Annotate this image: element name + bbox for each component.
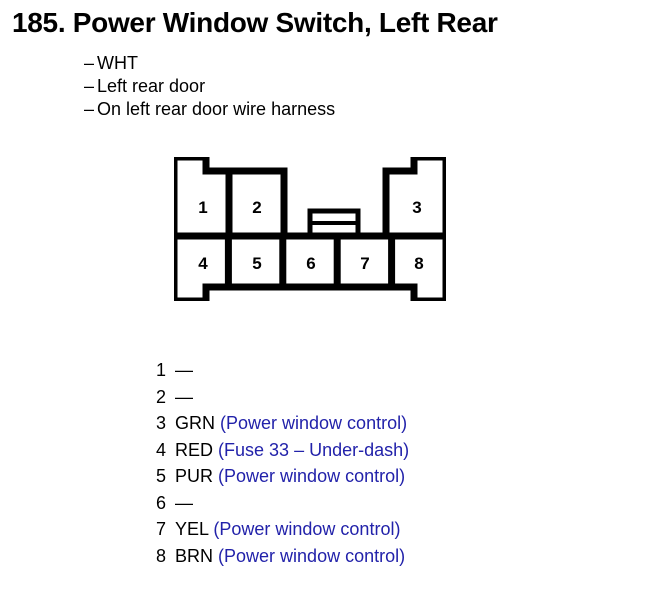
pin-label-7: 7 bbox=[360, 254, 369, 273]
pin-number: 7 bbox=[156, 519, 167, 539]
detail-dash-icon: – bbox=[84, 53, 95, 73]
pin-empty-dash: — bbox=[175, 360, 193, 380]
pin-empty-dash: — bbox=[175, 492, 193, 513]
pin-description: (Power window control) bbox=[218, 545, 406, 566]
pin-description: (Power window control) bbox=[220, 413, 408, 433]
connector-diagram: 1 2 3 4 5 6 7 8 bbox=[174, 157, 446, 301]
detail-dash-icon: – bbox=[84, 99, 95, 119]
pin-number: 2 bbox=[156, 386, 167, 407]
pin-description: (Power window control) bbox=[218, 466, 406, 486]
detail-item-wire-color: –WHT bbox=[84, 52, 335, 75]
pin-label-5: 5 bbox=[252, 254, 261, 273]
detail-text: Left rear door bbox=[97, 76, 206, 96]
pin-number: 3 bbox=[156, 413, 167, 433]
pin-assignment-row: 6— bbox=[156, 490, 409, 517]
connector-details-list: –WHT –Left rear door –On left rear door … bbox=[84, 52, 335, 121]
detail-text: WHT bbox=[97, 53, 138, 73]
pin-assignment-row: 4 RED (Fuse 33 – Under-dash) bbox=[156, 437, 409, 464]
pin-assignment-row: 5 PUR (Power window control) bbox=[156, 463, 409, 490]
pin-wire-color: RED bbox=[175, 439, 214, 460]
pin-number: 8 bbox=[156, 545, 167, 566]
pin-wire-color: YEL bbox=[175, 519, 209, 539]
detail-item-harness: –On left rear door wire harness bbox=[84, 98, 335, 121]
pin-assignment-row: 7 YEL (Power window control) bbox=[156, 516, 409, 543]
pin-number: 6 bbox=[156, 492, 167, 513]
pin-empty-dash: — bbox=[175, 386, 193, 407]
pin-label-3: 3 bbox=[412, 198, 421, 217]
pin-number: 5 bbox=[156, 466, 167, 486]
pin-wire-color: PUR bbox=[175, 466, 214, 486]
pin-description: (Fuse 33 – Under-dash) bbox=[218, 439, 410, 460]
pin-label-8: 8 bbox=[414, 254, 423, 273]
pin-label-2: 2 bbox=[252, 198, 261, 217]
pin-label-4: 4 bbox=[198, 254, 208, 273]
pin-assignment-row: 8 BRN (Power window control) bbox=[156, 543, 409, 570]
pin-assignment-row: 1— bbox=[156, 357, 409, 384]
pin-label-6: 6 bbox=[306, 254, 315, 273]
pin-assignment-row: 2— bbox=[156, 384, 409, 411]
detail-dash-icon: – bbox=[84, 76, 95, 96]
page-title: 185. Power Window Switch, Left Rear bbox=[12, 7, 498, 38]
pin-wire-color: GRN bbox=[175, 413, 215, 433]
connector-outline bbox=[174, 157, 446, 301]
detail-text: On left rear door wire harness bbox=[97, 99, 336, 119]
detail-item-location: –Left rear door bbox=[84, 75, 335, 98]
pin-description: (Power window control) bbox=[213, 519, 401, 539]
pin-number: 1 bbox=[156, 360, 167, 380]
pin-number: 4 bbox=[156, 439, 167, 460]
pin-assignment-row: 3 GRN (Power window control) bbox=[156, 410, 409, 437]
pin-wire-color: BRN bbox=[175, 545, 214, 566]
pin-label-1: 1 bbox=[198, 198, 207, 217]
